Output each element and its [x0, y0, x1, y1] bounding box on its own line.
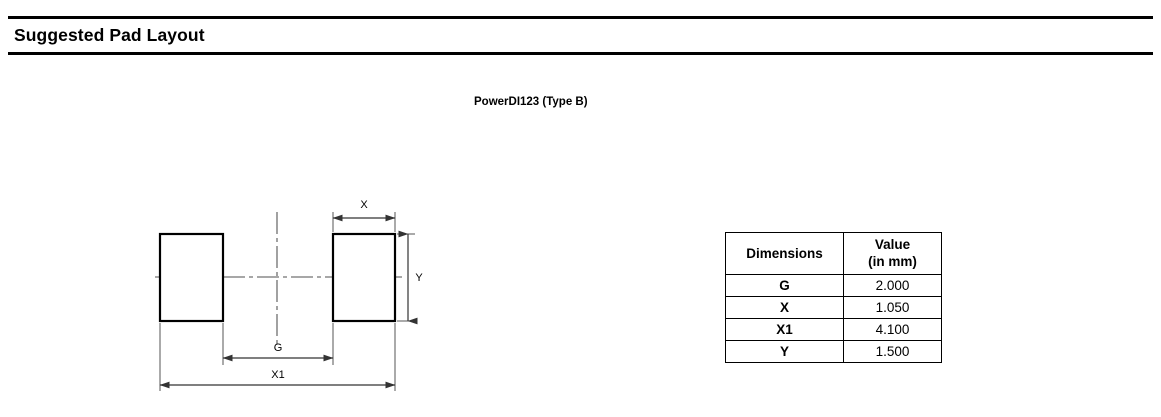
- pad-layout-drawing: X Y G X1: [130, 190, 450, 405]
- header-value: Value (in mm): [843, 232, 942, 275]
- header-rule-top: [8, 16, 1153, 19]
- dimension-label-x1: X1: [271, 369, 284, 381]
- dimensions-table: Dimensions Value (in mm) G 2.000 X 1.050…: [725, 232, 942, 363]
- dimension-value: 2.000: [843, 274, 942, 297]
- dimension-x: X: [332, 199, 396, 222]
- table-row: X1 4.100: [725, 318, 942, 341]
- table-row: G 2.000: [725, 274, 942, 297]
- pad-right: [331, 232, 397, 323]
- header-rule-bottom: [8, 52, 1153, 55]
- dimension-value: 1.500: [843, 340, 942, 363]
- header-dimensions: Dimensions: [725, 232, 844, 275]
- dimension-label-x: X: [360, 199, 368, 211]
- dimension-name: X1: [725, 318, 844, 341]
- header-value-line2: (in mm): [868, 254, 917, 269]
- dimension-value: 4.100: [843, 318, 942, 341]
- dimension-label-g: G: [274, 342, 283, 354]
- dimension-name: G: [725, 274, 844, 297]
- dimension-value: 1.050: [843, 296, 942, 319]
- table-header-row: Dimensions Value (in mm): [725, 232, 942, 275]
- dimensions-table-container: Dimensions Value (in mm) G 2.000 X 1.050…: [725, 232, 942, 363]
- dimension-g: G: [222, 342, 334, 362]
- dimension-y: Y: [398, 230, 423, 325]
- table-row: Y 1.500: [725, 340, 942, 363]
- dimension-name: X: [725, 296, 844, 319]
- dimension-name: Y: [725, 340, 844, 363]
- package-subtitle: PowerDI123 (Type B): [474, 96, 588, 108]
- page-title: Suggested Pad Layout: [14, 25, 205, 45]
- pad-left: [158, 232, 225, 323]
- dimension-x1: X1: [159, 369, 396, 389]
- dimension-label-y: Y: [415, 272, 423, 284]
- table-row: X 1.050: [725, 296, 942, 319]
- section-header: Suggested Pad Layout: [8, 16, 1153, 56]
- header-value-line1: Value: [874, 237, 911, 252]
